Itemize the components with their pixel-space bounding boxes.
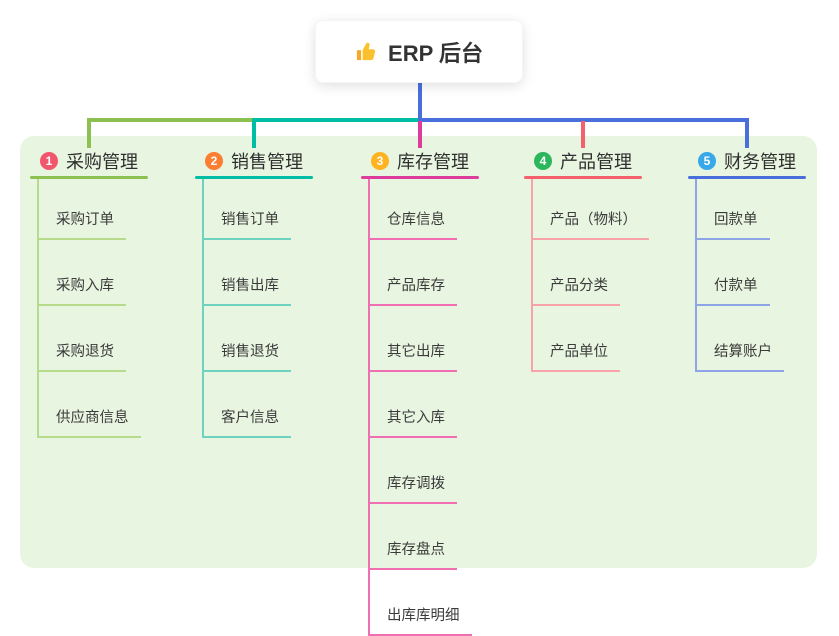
- connector-drop-5: [745, 118, 749, 148]
- child-node[interactable]: 出库库明细: [370, 570, 472, 636]
- branch-number-badge: 3: [371, 152, 389, 170]
- branch-number-badge: 5: [698, 152, 716, 170]
- branch-children: 回款单付款单结算账户: [695, 179, 784, 372]
- child-node[interactable]: 产品单位: [533, 306, 620, 372]
- branch-underline: [361, 176, 479, 179]
- child-node[interactable]: 销售出库: [204, 240, 291, 306]
- branch-children: 仓库信息产品库存其它出库其它入库库存调拨库存盘点出库库明细: [368, 179, 472, 636]
- branch-children: 产品（物料）产品分类产品单位: [531, 179, 649, 372]
- child-node[interactable]: 结算账户: [697, 306, 784, 372]
- root-node[interactable]: ERP 后台: [315, 20, 523, 83]
- connector-drop-2: [252, 118, 256, 148]
- connector-segment-blue: [418, 118, 749, 122]
- branch-header[interactable]: 4 产品管理: [524, 146, 632, 176]
- child-node[interactable]: 其它出库: [370, 306, 457, 372]
- connector-segment-green: [87, 118, 252, 122]
- branch-header[interactable]: 1 采购管理: [30, 146, 138, 176]
- branch-1: 1 采购管理采购订单采购入库采购退货供应商信息: [30, 146, 148, 438]
- branch-underline: [524, 176, 642, 179]
- child-node[interactable]: 库存盘点: [370, 504, 457, 570]
- child-node[interactable]: 产品（物料）: [533, 179, 649, 240]
- branch-underline: [688, 176, 806, 179]
- branch-label: 财务管理: [724, 152, 796, 172]
- branch-3: 3 库存管理仓库信息产品库存其它出库其它入库库存调拨库存盘点出库库明细: [361, 146, 479, 636]
- child-node[interactable]: 产品库存: [370, 240, 457, 306]
- root-title: ERP 后台: [388, 40, 483, 66]
- branch-number-badge: 4: [534, 152, 552, 170]
- branch-number-badge: 2: [205, 152, 223, 170]
- branch-label: 采购管理: [66, 152, 138, 172]
- child-node[interactable]: 产品分类: [533, 240, 620, 306]
- child-node[interactable]: 付款单: [697, 240, 770, 306]
- branch-5: 5 财务管理回款单付款单结算账户: [688, 146, 806, 372]
- branch-underline: [195, 176, 313, 179]
- connector-segment-teal: [252, 118, 418, 122]
- mindmap-panel: [20, 136, 817, 568]
- child-node[interactable]: 销售订单: [204, 179, 291, 240]
- root-connector-line: [418, 83, 422, 118]
- child-node[interactable]: 其它入库: [370, 372, 457, 438]
- child-node[interactable]: 采购订单: [39, 179, 126, 240]
- child-node[interactable]: 供应商信息: [39, 372, 141, 438]
- child-node[interactable]: 采购入库: [39, 240, 126, 306]
- branch-underline: [30, 176, 148, 179]
- child-node[interactable]: 采购退货: [39, 306, 126, 372]
- thumbs-up-icon: [355, 40, 378, 63]
- child-node[interactable]: 销售退货: [204, 306, 291, 372]
- connector-drop-4: [581, 121, 585, 148]
- branch-2: 2 销售管理销售订单销售出库销售退货客户信息: [195, 146, 313, 438]
- branch-label: 库存管理: [397, 152, 469, 172]
- branch-number-badge: 1: [40, 152, 58, 170]
- child-node[interactable]: 库存调拨: [370, 438, 457, 504]
- branch-4: 4 产品管理产品（物料）产品分类产品单位: [524, 146, 649, 372]
- branch-header[interactable]: 2 销售管理: [195, 146, 303, 176]
- child-node[interactable]: 回款单: [697, 179, 770, 240]
- child-node[interactable]: 仓库信息: [370, 179, 457, 240]
- branch-children: 销售订单销售出库销售退货客户信息: [202, 179, 291, 438]
- connector-drop-3: [418, 121, 422, 148]
- connector-drop-1: [87, 118, 91, 148]
- branch-label: 销售管理: [231, 152, 303, 172]
- child-node[interactable]: 客户信息: [204, 372, 291, 438]
- branch-header[interactable]: 3 库存管理: [361, 146, 469, 176]
- branch-header[interactable]: 5 财务管理: [688, 146, 796, 176]
- branch-label: 产品管理: [560, 152, 632, 172]
- branch-children: 采购订单采购入库采购退货供应商信息: [37, 179, 141, 438]
